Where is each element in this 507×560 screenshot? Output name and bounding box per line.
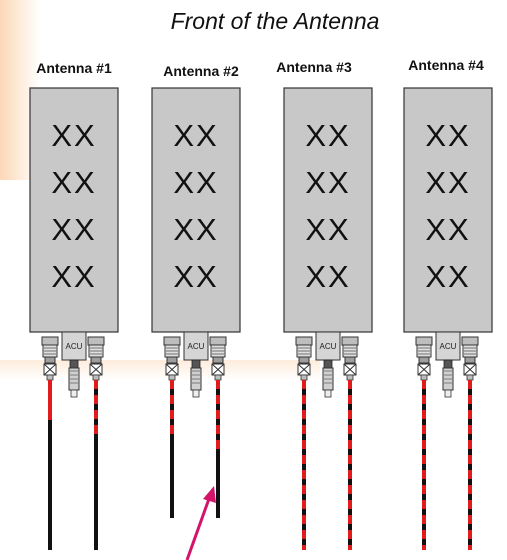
antenna-1-right-connector <box>87 336 105 381</box>
antenna-1-label: Antenna #1 <box>36 60 112 76</box>
antenna-3-element-mark: XX <box>305 212 350 247</box>
antenna-4-left-connector <box>415 336 433 381</box>
antenna-3-acu-plug <box>322 359 334 398</box>
antenna-3-left-connector <box>295 336 313 381</box>
antenna-4-element-mark: XX <box>425 212 470 247</box>
antenna-1-panel <box>29 87 119 333</box>
antenna-1: Antenna #1 XX XX XX XX ACU <box>29 60 119 550</box>
antenna-3-right-connector <box>341 336 359 381</box>
antenna-1-element-mark: XX <box>51 118 96 153</box>
antenna-3: Antenna #3 XX XX XX XX ACU <box>276 59 373 550</box>
antenna-3-element-mark: XX <box>305 165 350 200</box>
antenna-4-label: Antenna #4 <box>408 57 484 73</box>
antenna-3-panel <box>283 87 373 333</box>
antenna-2-left-connector <box>163 336 181 381</box>
antenna-4-element-mark: XX <box>425 259 470 294</box>
antenna-4-acu-box <box>435 331 461 361</box>
antenna-4-element-mark: XX <box>425 165 470 200</box>
antenna-2-element-mark: XX <box>173 165 218 200</box>
antenna-2-panel <box>151 87 241 333</box>
antenna-2-element-mark: XX <box>173 212 218 247</box>
antenna-4-acu-label: ACU <box>440 342 457 351</box>
antenna-4-element-mark: XX <box>425 118 470 153</box>
antenna-1-element-mark: XX <box>51 165 96 200</box>
antenna-3-acu-label: ACU <box>320 342 337 351</box>
antenna-1-element-mark: XX <box>51 212 96 247</box>
antenna-2-element-mark: XX <box>173 259 218 294</box>
diagram-title: Front of the Antenna <box>171 8 380 34</box>
antenna-2-label: Antenna #2 <box>163 63 239 79</box>
antenna-3-label: Antenna #3 <box>276 59 352 75</box>
antenna-1-acu-plug <box>68 359 80 398</box>
antenna-1-acu-box <box>61 331 87 361</box>
antenna-2-acu-plug <box>190 359 202 398</box>
antenna-2-right-connector <box>209 336 227 381</box>
antenna-4: Antenna #4 XX XX XX XX ACU <box>403 57 493 550</box>
antenna-3-element-mark: XX <box>305 259 350 294</box>
antenna-1-acu-label: ACU <box>66 342 83 351</box>
antenna-1-left-connector <box>41 336 59 381</box>
antenna-4-acu-plug <box>442 359 454 398</box>
background-tint-band <box>0 360 320 380</box>
pointer-arrow <box>185 486 216 560</box>
antenna-2-element-mark: XX <box>173 118 218 153</box>
antenna-2: Antenna #2 XX XX XX XX ACU <box>151 63 241 518</box>
antenna-1-element-mark: XX <box>51 259 96 294</box>
antenna-4-right-connector <box>461 336 479 381</box>
antenna-3-element-mark: XX <box>305 118 350 153</box>
antenna-2-acu-label: ACU <box>188 342 205 351</box>
